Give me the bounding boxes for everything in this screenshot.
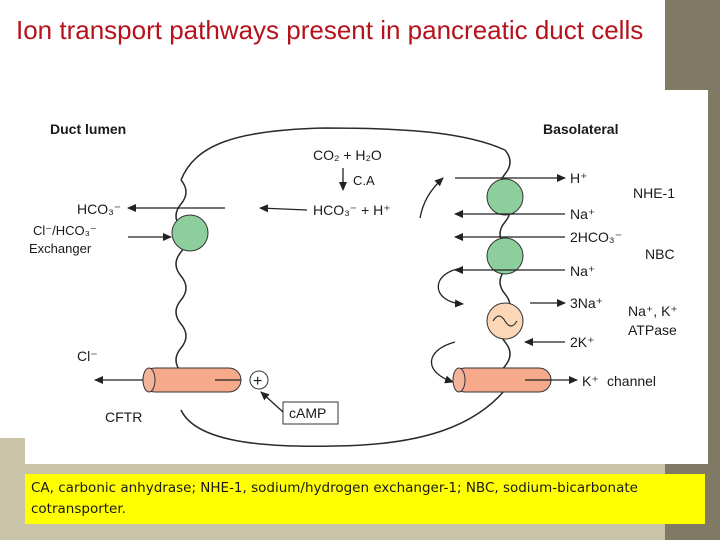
na-label-1: Na⁺ (570, 206, 595, 222)
h-plus-label: H⁺ (570, 170, 588, 186)
nhe1-label: NHE-1 (633, 185, 675, 201)
nbc-transporter (486, 237, 524, 275)
k2-label: 2K⁺ (570, 334, 595, 350)
ca-label: C.A (353, 173, 375, 188)
na3-label: 3Na⁺ (570, 295, 603, 311)
apical-membrane (175, 179, 187, 393)
cl-label: Cl⁻ (77, 348, 98, 364)
nbc-label: NBC (645, 246, 675, 262)
figure-caption: CA, carbonic anhydrase; NHE-1, sodium/hy… (25, 474, 705, 524)
k-channel-label: channel (607, 373, 656, 389)
duct-lumen-label: Duct lumen (50, 121, 126, 137)
co2-h2o-label: CO₂ + H₂O (313, 147, 382, 163)
k-plus-label: K⁺ (582, 373, 599, 389)
nhe1-transporter (486, 178, 524, 216)
slide-title: Ion transport pathways present in pancre… (16, 15, 644, 45)
camp-label: cAMP (289, 405, 326, 421)
cftr-channel-end (142, 367, 156, 393)
hco3-lumen-label: HCO₃⁻ (77, 201, 121, 217)
hco3-secretion-arrow (259, 204, 308, 213)
cl-hco3-exchanger (171, 214, 209, 252)
h-flux-curve (419, 177, 444, 219)
cell-top-boundary (180, 127, 506, 181)
exchanger-label-line1: Cl⁻/HCO₃⁻ (33, 223, 97, 238)
camp-arrow (260, 391, 284, 413)
atpase-label-line1: Na⁺, K⁺ (628, 303, 678, 319)
hco3-2-label: 2HCO₃⁻ (570, 229, 622, 245)
k-recycle-curve (430, 341, 456, 384)
exchanger-label-line2: Exchanger (29, 241, 92, 256)
atpase-label-line2: ATPase (628, 322, 677, 338)
na-label-2: Na⁺ (570, 263, 595, 279)
cell-bottom-boundary (180, 389, 506, 448)
cftr-activation-circle (249, 370, 269, 390)
na-recycle-curve (437, 267, 464, 308)
camp-box (282, 401, 339, 425)
basolateral-label: Basolateral (543, 121, 618, 137)
ion-transport-figure: Duct lumen Basolateral CO₂ + H₂O C.A HCO… (25, 90, 708, 464)
atpase-sine-icon (492, 315, 518, 327)
k-channel-end (452, 367, 466, 393)
hco3-h-center-label: HCO₃⁻ + H⁺ (313, 202, 391, 218)
cftr-label: CFTR (105, 409, 142, 425)
plus-sign: + (253, 373, 262, 390)
